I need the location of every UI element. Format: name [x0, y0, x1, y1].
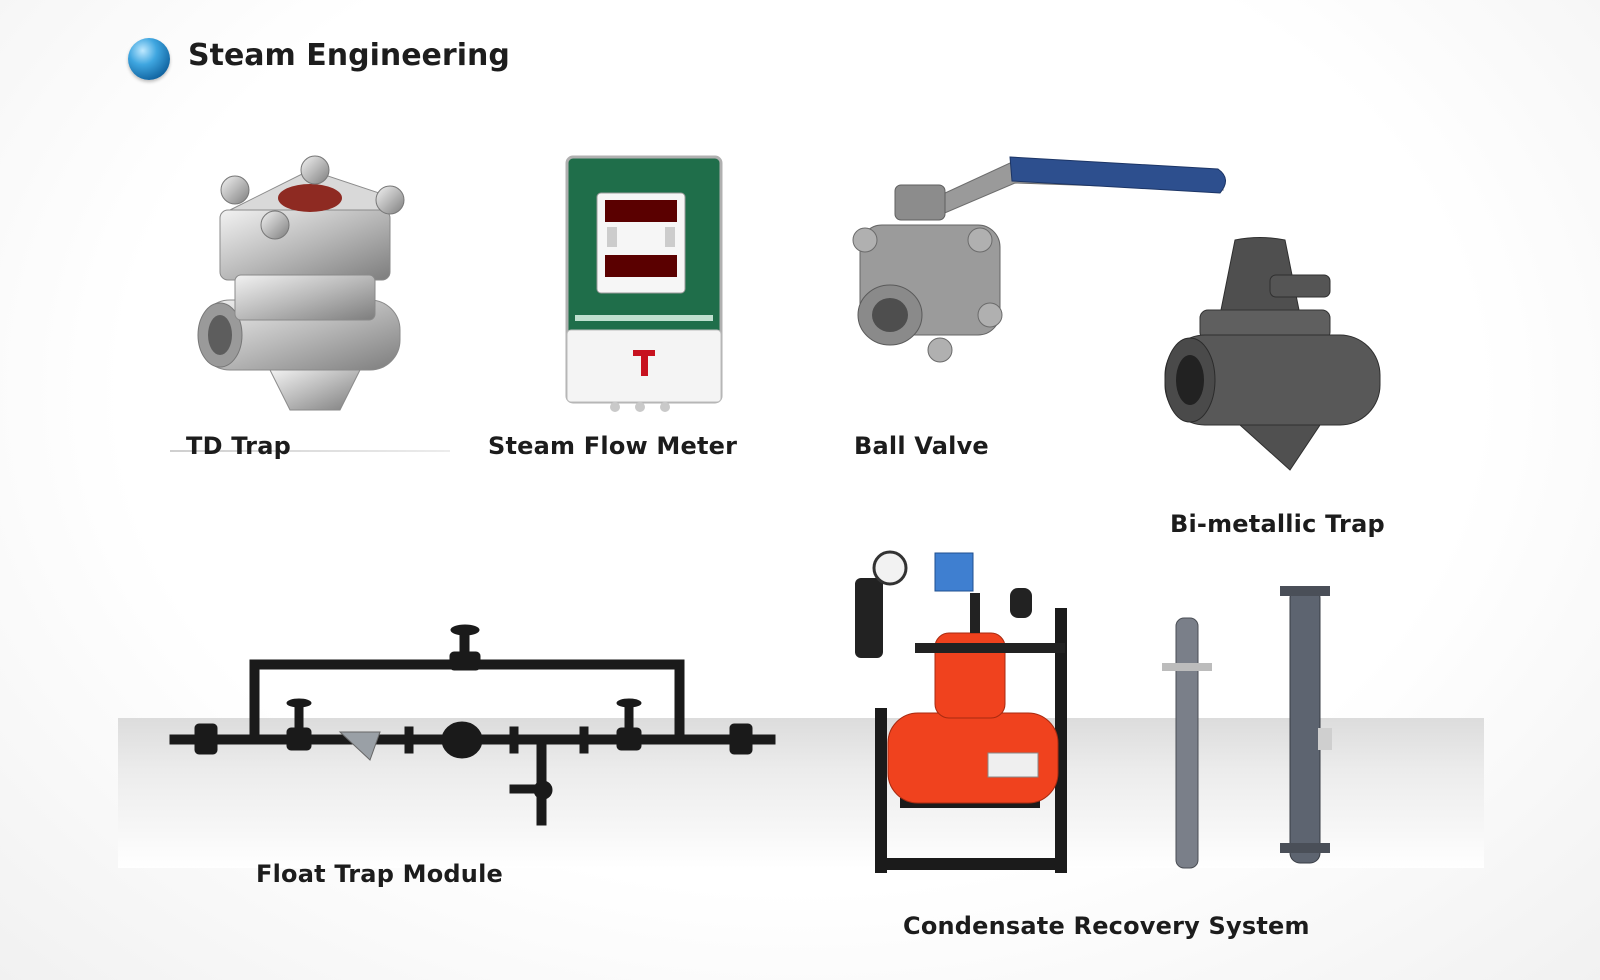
steam-flow-meter-image	[565, 155, 723, 412]
page-title: Steam Engineering	[188, 38, 510, 73]
bimetallic-trap-image	[1164, 237, 1381, 471]
float-trap-module-image	[169, 624, 776, 826]
condensate-recovery-system-label[interactable]: Condensate Recovery System	[903, 912, 1310, 940]
td-trap-underline	[170, 450, 450, 452]
steam-flow-meter-label[interactable]: Steam Flow Meter	[488, 432, 738, 460]
ball-valve-image	[852, 156, 1226, 363]
ball-valve-label[interactable]: Ball Valve	[854, 432, 989, 460]
td-trap-image	[197, 155, 405, 411]
td-trap-label[interactable]: TD Trap	[186, 432, 291, 460]
bullet-icon	[128, 38, 170, 80]
bimetallic-trap-label[interactable]: Bi-metallic Trap	[1170, 510, 1385, 538]
float-trap-module-label[interactable]: Float Trap Module	[256, 860, 503, 888]
condensate-recovery-system-image	[855, 550, 1332, 873]
